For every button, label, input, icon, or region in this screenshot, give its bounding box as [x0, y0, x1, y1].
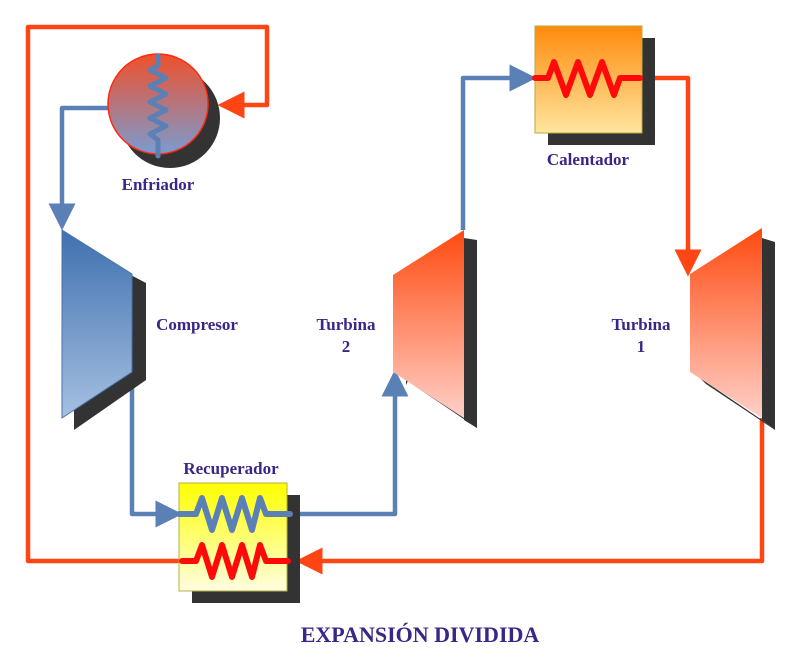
- enfriador-label: Enfriador: [122, 175, 195, 194]
- cold-pipe-recuperador-to-turbina2: [272, 369, 409, 517]
- recuperador-cold-coil-icon: [176, 495, 293, 533]
- compresor-body: [61, 229, 133, 419]
- cold-pipe-compresor-to-recuperador: [129, 372, 183, 528]
- recuperador-label: Recuperador: [183, 459, 279, 478]
- cold-pipe-turbina2-to-calentador: [460, 64, 537, 230]
- calentador-coil-icon: [532, 59, 643, 98]
- turbina-2-shadow-edge: [464, 238, 477, 428]
- calentador-label: Calentador: [547, 150, 630, 169]
- turbina-1-body: [690, 228, 762, 418]
- hot-pipe-recuperador-to-enfriador: [25, 24, 270, 564]
- enfriador: [107, 53, 220, 168]
- turbina-2: [393, 230, 477, 428]
- cold-pipe-enfriador-to-compresor: [48, 105, 110, 231]
- turbina-1-shadow-bottom: [700, 378, 775, 430]
- turbina-2-label-line2: 2: [342, 337, 351, 356]
- hot-pipe-turbina1-to-recuperador: [295, 418, 765, 575]
- calentador: [532, 25, 655, 145]
- recuperador-hot-coil-icon: [179, 542, 291, 580]
- diagram-title: EXPANSIÓN DIVIDIDA: [301, 622, 540, 647]
- turbina-1: [690, 228, 775, 430]
- turbina-2-body: [393, 230, 464, 418]
- recuperador: [176, 482, 300, 603]
- turbina-2-label-line1: Turbina: [317, 315, 376, 334]
- turbina-1-shadow-edge: [762, 238, 775, 430]
- compresor-label: Compresor: [156, 315, 238, 334]
- enfriador-coil-icon: [147, 53, 169, 159]
- turbina-1-label-line1: Turbina: [612, 315, 671, 334]
- compresor: [61, 229, 146, 430]
- turbina-1-label-line2: 1: [637, 337, 646, 356]
